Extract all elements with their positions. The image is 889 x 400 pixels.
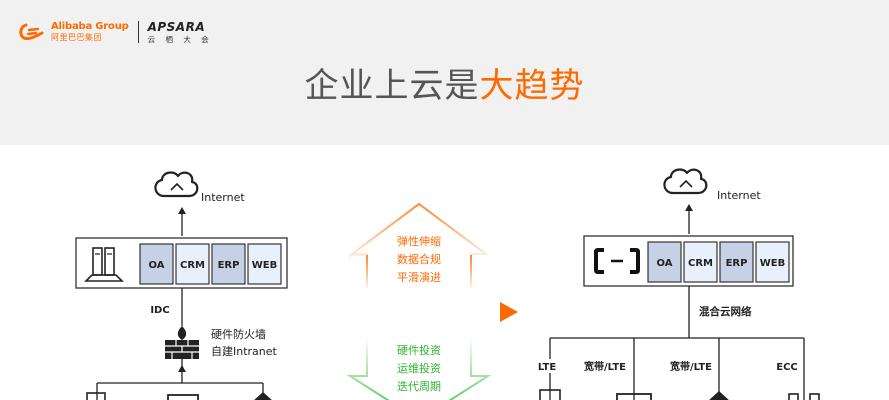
apsara-logo-text: APSARA <box>147 19 206 34</box>
page-title: 企业上云是大趋势 <box>0 58 889 107</box>
right-app-crm-label: CRM <box>688 258 713 269</box>
branch-2-label: 宽带/LTE <box>583 360 626 373</box>
left-app-oa: OA <box>139 243 174 285</box>
branch-4-device-icon <box>788 393 820 400</box>
branch-1-label: LTE <box>538 362 557 373</box>
right-app-crm: CRM <box>683 241 718 283</box>
costs-down-arrow <box>346 336 492 400</box>
right-app-web: WEB <box>755 241 790 283</box>
left-internet-cloud-icon <box>154 171 199 198</box>
benefit-smooth-evolution: 平滑演进 <box>397 270 441 284</box>
migration-arrow <box>323 302 518 322</box>
cost-ops-investment: 运维投资 <box>397 361 441 375</box>
right-internet-cloud-icon <box>663 168 708 195</box>
branch-3-device-icon <box>709 391 729 400</box>
benefit-data-compliance: 数据合规 <box>397 252 441 266</box>
left-intranet-label: 自建Intranet <box>211 344 278 358</box>
left-branch-device-2-icon <box>167 394 199 400</box>
logo-area: Alibaba Group 阿里巴巴集团 APSARA 云 栖 大 会 <box>18 16 213 48</box>
left-branch-device-3-icon <box>254 392 272 400</box>
left-app-web: WEB <box>247 243 282 285</box>
header-band <box>0 0 889 145</box>
alibaba-group-name: Alibaba Group <box>51 21 129 32</box>
alibaba-logo-icon <box>19 23 44 41</box>
branch-1-label-bg <box>532 359 562 373</box>
apsara-logo-text-cn: 云 栖 大 会 <box>147 34 213 44</box>
right-internet-label: Internet <box>717 189 761 202</box>
logo-divider <box>137 21 139 43</box>
left-intranet-arrowhead <box>178 365 186 372</box>
right-app-oa-label: OA <box>657 258 673 269</box>
left-internet-label: Internet <box>201 191 245 204</box>
left-firewall-label: 硬件防火墙 <box>211 327 266 341</box>
right-app-erp-label: ERP <box>726 258 748 269</box>
left-branch-device-1-icon <box>86 392 106 400</box>
right-app-oa: OA <box>647 241 682 283</box>
left-idc-label: IDC <box>150 305 169 316</box>
left-datacenter-icon <box>84 247 124 282</box>
right-app-erp: ERP <box>719 241 754 283</box>
alibaba-group-name-cn: 阿里巴巴集团 <box>51 33 102 42</box>
branch-2-label-bg <box>578 359 632 373</box>
title-part-accent: 大趋势 <box>479 66 585 106</box>
left-firewall-icon <box>165 326 199 359</box>
hybrid-cloud-network-label: 混合云网络 <box>699 305 752 318</box>
left-app-web-label: WEB <box>252 260 277 271</box>
alibaba-cloud-logo-icon <box>594 248 640 274</box>
branch-2-device-icon <box>616 393 652 400</box>
cost-hardware-investment: 硬件投资 <box>397 343 441 357</box>
left-app-oa-label: OA <box>149 260 165 271</box>
branch-3-label-bg <box>664 359 718 373</box>
left-internet-arrowhead <box>178 207 186 214</box>
benefit-elastic-scaling: 弹性伸缩 <box>397 234 441 248</box>
branch-1-device-icon <box>539 389 561 400</box>
right-app-web-label: WEB <box>760 258 785 269</box>
cost-iteration-cycle: 迭代周期 <box>397 380 441 393</box>
branch-3-label: 宽带/LTE <box>669 360 712 373</box>
left-app-crm-label: CRM <box>180 260 205 271</box>
branch-4-label: ECC <box>776 362 798 373</box>
benefits-up-arrow <box>348 202 490 290</box>
left-app-erp: ERP <box>211 243 246 285</box>
title-part-gray: 企业上云是 <box>304 66 480 106</box>
left-idc-label-bg <box>146 302 176 316</box>
left-app-crm: CRM <box>175 243 210 285</box>
right-internet-arrowhead <box>685 204 693 211</box>
left-app-erp-label: ERP <box>218 260 240 271</box>
branch-4-label-bg <box>773 359 801 373</box>
